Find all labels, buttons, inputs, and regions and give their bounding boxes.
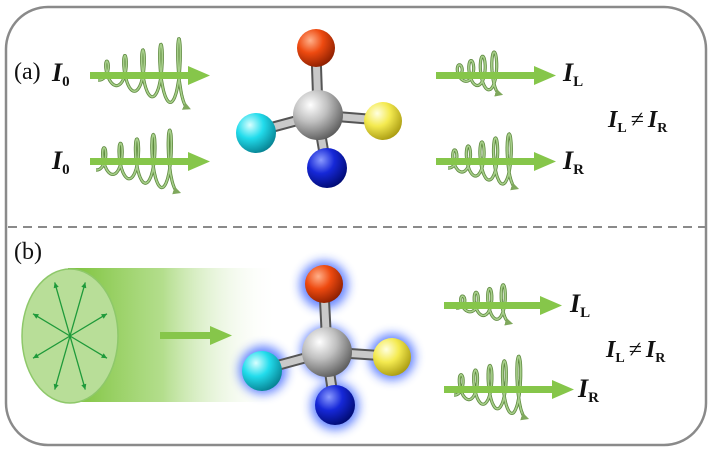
polarization-arrow-head xyxy=(101,353,107,359)
polarization-arrow xyxy=(54,335,71,390)
polarization-arrow-head xyxy=(101,313,107,319)
atom-top-red-b xyxy=(305,265,343,303)
linear-polarization-arrows xyxy=(32,282,108,390)
atom-center-grey xyxy=(293,90,343,140)
relation-b: IL≠IR xyxy=(606,337,666,366)
left-circular-helix-output xyxy=(454,50,504,97)
left-circular-helix-output-b xyxy=(456,283,514,326)
atom-right-yellow-b xyxy=(373,338,411,376)
label-output-right-b: IR xyxy=(578,374,599,406)
polarization-arrow-head xyxy=(33,353,39,359)
panel-label-a: (a) xyxy=(14,59,41,85)
polarization-arrow xyxy=(69,313,108,337)
polarization-arrow-head xyxy=(33,313,39,319)
label-input-top: I0 xyxy=(52,58,70,90)
label-input-bottom: I0 xyxy=(52,146,70,178)
arrows-b xyxy=(444,296,574,399)
arrow-b-output-top xyxy=(444,302,542,309)
polarization-arrow xyxy=(69,335,86,390)
helix-highlight xyxy=(454,51,504,97)
chiral-molecule-a xyxy=(236,29,402,188)
arrow-b-input xyxy=(160,326,232,345)
helix-highlight xyxy=(96,129,182,195)
polarization-arrow-head xyxy=(53,282,59,289)
helix-highlight xyxy=(456,284,514,326)
polarization-arrow xyxy=(54,282,71,337)
label-output-left: IL xyxy=(563,58,584,90)
label-output-left-b: IL xyxy=(570,289,591,321)
polarization-arrow xyxy=(32,335,71,359)
label-output-right: IR xyxy=(563,146,584,178)
polarization-arrow-head xyxy=(81,383,87,390)
helix-highlight xyxy=(448,133,520,191)
atom-center-grey-b xyxy=(302,327,352,377)
right-circular-helix-output xyxy=(448,132,520,191)
relation-a: IL≠IR xyxy=(608,107,668,136)
polarization-arrow xyxy=(32,313,71,337)
arrow-a-input-top xyxy=(90,72,190,79)
arrow-a-output-top xyxy=(436,72,536,79)
polarization-arrow-head xyxy=(81,282,87,289)
arrow-b-output-bottom xyxy=(444,386,554,393)
polarization-arrow-head xyxy=(53,383,59,390)
panel-label-b: (b) xyxy=(14,239,42,265)
polarization-arrow xyxy=(69,335,108,359)
atom-left-cyan-b xyxy=(242,351,282,391)
arrow-a-output-bottom xyxy=(436,158,536,165)
arrow-a-input-bottom xyxy=(90,158,190,165)
atom-top-red xyxy=(297,29,335,67)
chiral-molecule-b xyxy=(239,261,415,430)
arrows-a xyxy=(90,66,556,171)
atom-bottom-blue xyxy=(307,148,347,188)
atom-left-cyan xyxy=(236,113,276,153)
atom-right-yellow xyxy=(364,102,402,140)
polarization-arrow xyxy=(69,282,86,337)
atom-bottom-blue-b xyxy=(315,385,355,425)
right-circular-helix-input xyxy=(96,128,182,195)
